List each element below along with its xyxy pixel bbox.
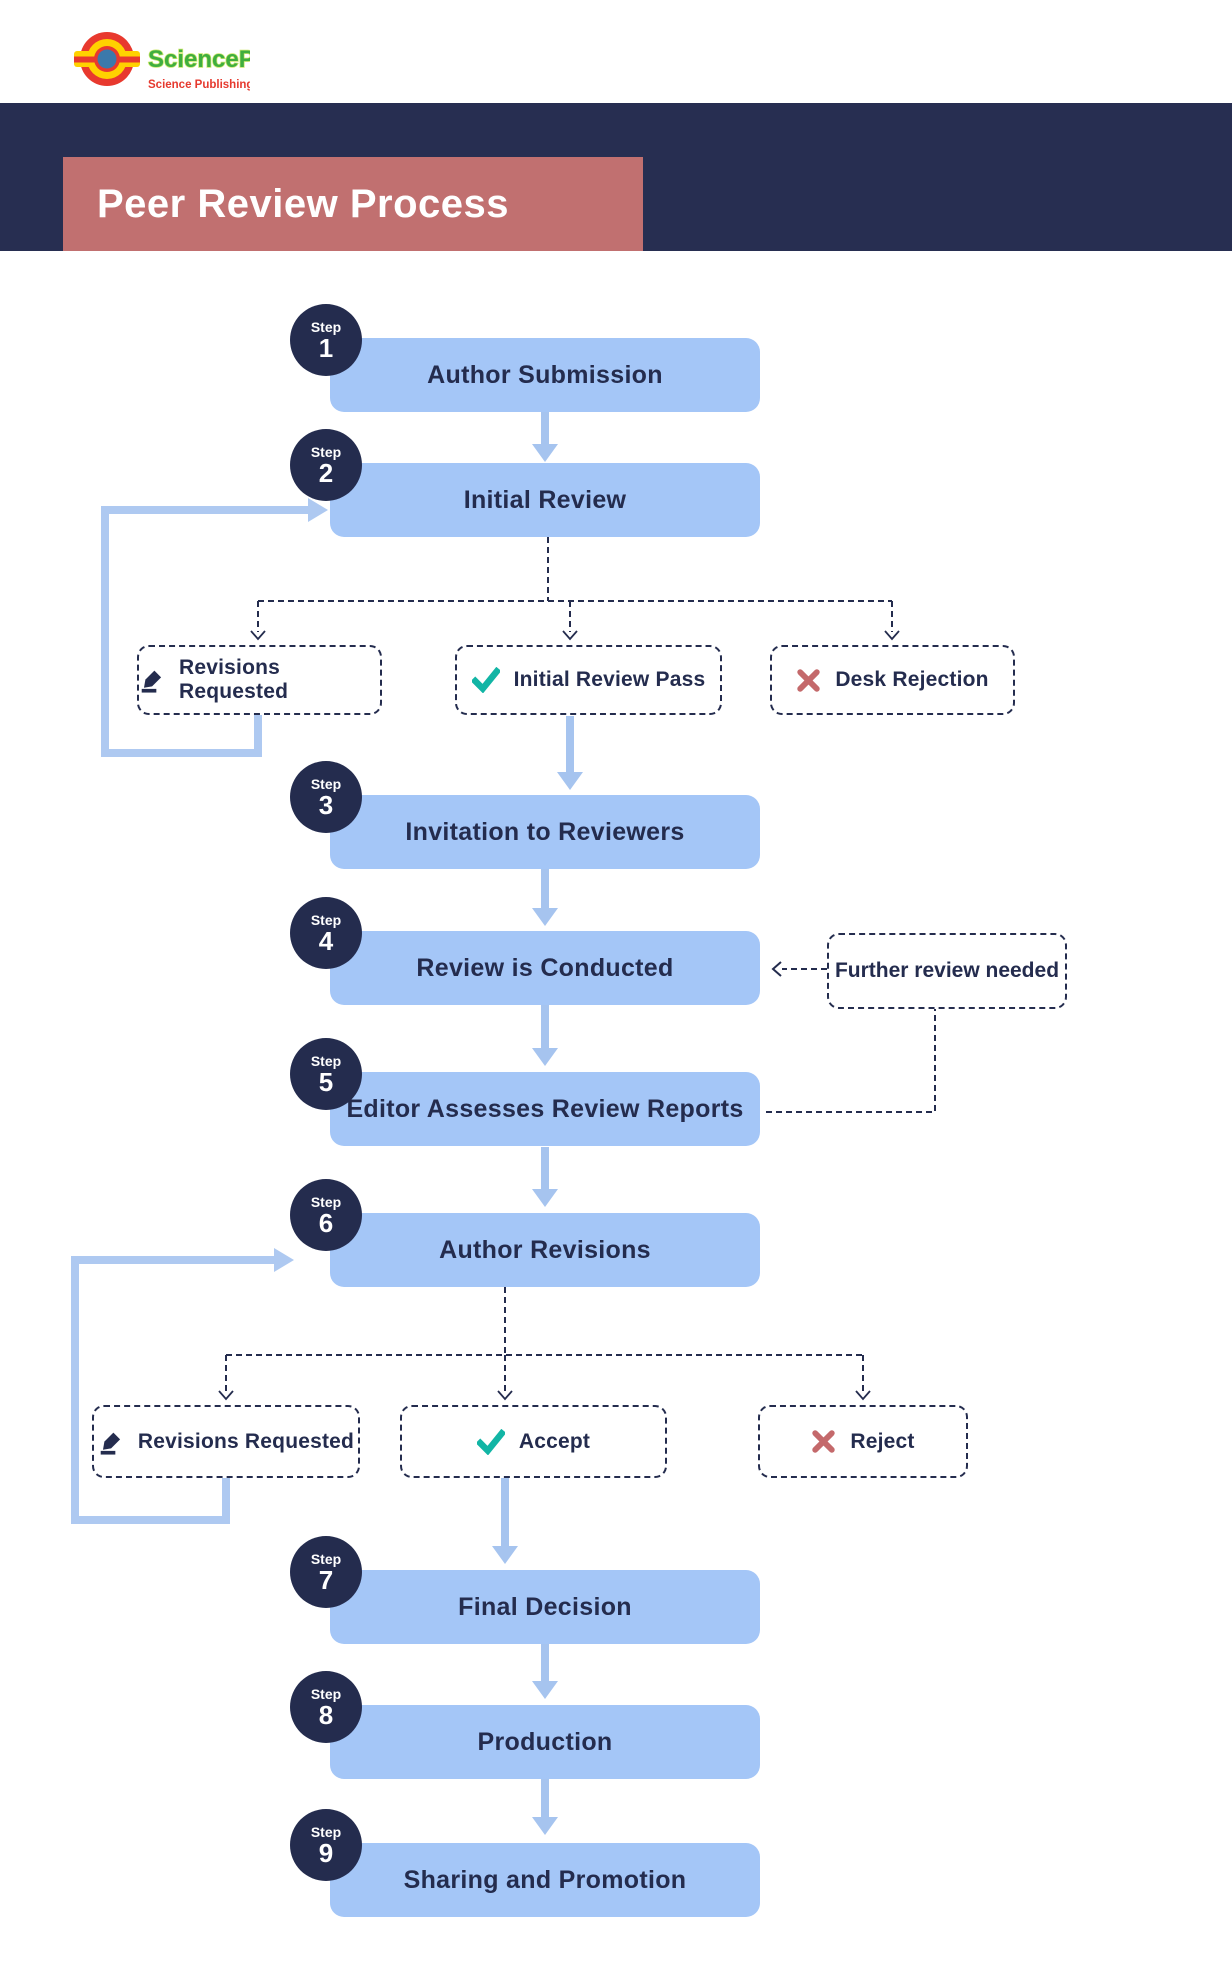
step-2-box: Initial Review [330,463,760,537]
x-icon [796,668,821,693]
step-3-label: Invitation to Reviewers [405,817,685,846]
step-6-badge: Step 6 [290,1179,362,1251]
outcome-desk-rejection: Desk Rejection [770,645,1015,715]
outcome-initial-review-pass: Initial Review Pass [455,645,722,715]
step-9-badge: Step 9 [290,1809,362,1881]
branch-arrowheads-initial-review [250,630,900,641]
step-2-label: Initial Review [463,485,627,514]
loop-arrow-revisions-to-initial-review [101,498,328,757]
flow-arrows [492,412,583,1835]
step-4-badge: Step 4 [290,897,362,969]
step-6-label: Author Revisions [439,1235,651,1264]
step-4-label: Review is Conducted [416,953,674,982]
pencil-icon [139,667,165,693]
step-8-box: Production [330,1705,760,1779]
outcome-accept: Accept [400,1405,667,1478]
check-icon [476,1428,505,1455]
pencil-icon [98,1429,124,1455]
brand-name: SciencePG [148,46,250,73]
title-box: Peer Review Process [63,157,643,251]
step-5-label: Editor Assesses Review Reports [346,1094,744,1123]
step-7-badge: Step 7 [290,1536,362,1608]
further-review-lines [762,961,936,1113]
step-7-label: Final Decision [458,1592,632,1621]
step-8-badge: Step 8 [290,1671,362,1743]
step-6-box: Author Revisions [330,1213,760,1287]
sciencepg-logo: SciencePG Science Publishing Group [74,32,250,91]
outcome-revisions-requested-2: Revisions Requested [92,1405,360,1478]
loop-arrow-revisions-to-author-revisions [71,1248,294,1524]
page-title: Peer Review Process [97,181,509,226]
x-icon [811,1429,836,1454]
branch-arrowheads-author-revisions [218,1390,871,1401]
outcome-revisions-requested-1: Revisions Requested [137,645,382,715]
step-9-box: Sharing and Promotion [330,1843,760,1917]
step-5-box: Editor Assesses Review Reports [330,1072,760,1146]
logo-center-dot [97,49,117,69]
branch-lines-initial-review [257,537,893,632]
step-1-badge: Step 1 [290,304,362,376]
step-2-badge: Step 2 [290,429,362,501]
check-icon [471,667,500,693]
brand-tagline: Science Publishing Group [148,79,250,91]
branch-lines-author-revisions [225,1287,864,1392]
step-4-box: Review is Conducted [330,931,760,1005]
step-3-badge: Step 3 [290,761,362,833]
outcome-reject: Reject [758,1405,968,1478]
step-9-label: Sharing and Promotion [403,1865,687,1894]
step-1-box: Author Submission [330,338,760,412]
step-7-box: Final Decision [330,1570,760,1644]
step-3-box: Invitation to Reviewers [330,795,760,869]
further-review-needed-box: Further review needed [827,933,1067,1009]
step-8-label: Production [477,1727,613,1756]
step-5-badge: Step 5 [290,1038,362,1110]
step-1-label: Author Submission [427,360,663,389]
